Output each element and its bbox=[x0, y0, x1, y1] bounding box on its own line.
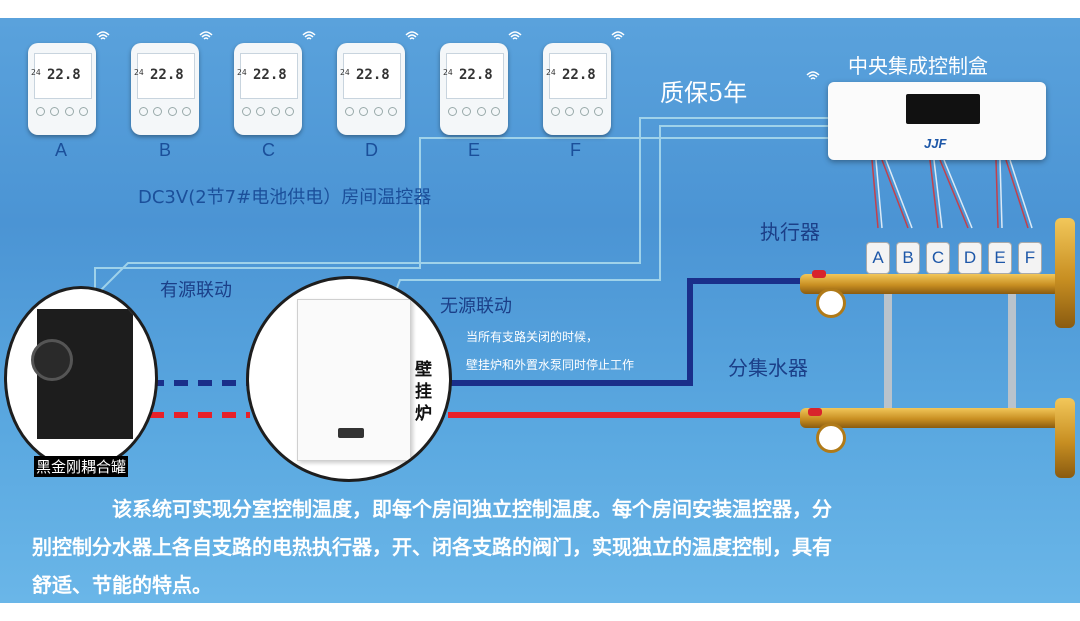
svg-text:JJF: JJF bbox=[924, 136, 947, 150]
pump-unit-image bbox=[4, 286, 158, 470]
wifi-icon bbox=[806, 71, 820, 80]
actuator-wires bbox=[871, 159, 1029, 229]
supply-manifold bbox=[800, 274, 1060, 294]
wifi-icon bbox=[199, 31, 213, 40]
description-line-2: 别控制分水器上各自支路的电热执行器，开、闭各支路的阀门，实现独立的温度控制，具有 bbox=[32, 535, 832, 559]
actuator-e: E bbox=[988, 242, 1012, 274]
red-valve-handle bbox=[812, 270, 826, 278]
thermostat-small-reading: 24 bbox=[237, 68, 247, 77]
thermostat-letter-b: B bbox=[159, 140, 172, 160]
wiring-diagram bbox=[94, 117, 1033, 418]
wifi-icon bbox=[302, 31, 316, 40]
manifold-bracket bbox=[884, 294, 892, 408]
manifold-end-fitting bbox=[1055, 398, 1075, 478]
thermostat-caption: DC3V(2节7#电池供电）房间温控器 bbox=[138, 187, 432, 208]
circulation-pump bbox=[31, 339, 73, 381]
return-pipe bbox=[150, 278, 800, 386]
wifi-icon bbox=[508, 31, 522, 40]
thermostat-temperature: 22.8 bbox=[47, 67, 81, 83]
thermostat-b: 24 22.8 bbox=[131, 43, 199, 135]
thermostat-small-reading: 24 bbox=[546, 68, 556, 77]
brand-logo: JJF bbox=[924, 136, 947, 150]
thermostat-letter-c: C bbox=[262, 140, 275, 160]
pressure-gauge-icon bbox=[816, 423, 846, 453]
thermostat-c: 24 22.8 bbox=[234, 43, 302, 135]
boiler-note-line-1: 当所有支路关闭的时候， bbox=[466, 330, 599, 344]
return-manifold bbox=[800, 408, 1060, 428]
pressure-gauge-icon bbox=[816, 288, 846, 318]
warranty-label: 质保5年 bbox=[660, 79, 748, 107]
active-link-label: 有源联动 bbox=[160, 280, 232, 301]
thermostat-temperature: 22.8 bbox=[562, 67, 596, 83]
thermostat-small-reading: 24 bbox=[443, 68, 453, 77]
thermostat-letter-d: D bbox=[365, 140, 378, 160]
actuator-b: B bbox=[896, 242, 920, 274]
central-control-box: JJF bbox=[828, 82, 1046, 160]
thermostat-d: 24 22.8 bbox=[337, 43, 405, 135]
actuator-f: F bbox=[1018, 242, 1042, 274]
boiler-image: 壁挂炉 bbox=[246, 276, 452, 482]
thermostat-temperature: 22.8 bbox=[253, 67, 287, 83]
thermostat-letter-a: A bbox=[55, 140, 68, 160]
wall-boiler bbox=[297, 299, 411, 461]
signal-wires bbox=[94, 117, 828, 297]
thermostat-a: 24 22.8 bbox=[28, 43, 96, 135]
thermostat-temperature: 22.8 bbox=[356, 67, 390, 83]
manifold-end-fitting bbox=[1055, 218, 1075, 328]
actuator-c: C bbox=[926, 242, 950, 274]
wifi-icon bbox=[96, 31, 110, 40]
thermostat-small-reading: 24 bbox=[31, 68, 41, 77]
thermostat-small-reading: 24 bbox=[340, 68, 350, 77]
boiler-panel bbox=[338, 428, 364, 438]
manifold-bracket bbox=[1008, 294, 1016, 408]
description-line-1: 该系统可实现分室控制温度，即每个房间独立控制温度。每个房间安装温控器，分 bbox=[112, 497, 832, 521]
thermostat-temperature: 22.8 bbox=[150, 67, 184, 83]
red-valve-handle bbox=[808, 408, 822, 416]
thermostat-screen bbox=[34, 53, 92, 99]
thermostat-small-reading: 24 bbox=[134, 68, 144, 77]
boiler-note-line-2: 壁挂炉和外置水泵同时停止工作 bbox=[466, 358, 635, 372]
control-box-title: 中央集成控制盒 bbox=[848, 54, 988, 78]
boiler-label: 壁挂炉 bbox=[415, 360, 432, 424]
wifi-icon bbox=[405, 31, 419, 40]
pump-label: 黑金刚耦合罐 bbox=[34, 456, 129, 477]
wifi-icon bbox=[611, 31, 625, 40]
thermostat-letter-e: E bbox=[468, 140, 481, 160]
actuator-a: A bbox=[866, 242, 890, 274]
thermostat-f: 24 22.8 bbox=[543, 43, 611, 135]
control-box-display bbox=[906, 94, 980, 124]
manifold-label: 分集水器 bbox=[728, 356, 808, 380]
passive-link-label: 无源联动 bbox=[440, 296, 512, 317]
description-line-3: 舒适、节能的特点。 bbox=[32, 573, 212, 597]
thermostat-e: 24 22.8 bbox=[440, 43, 508, 135]
diagram-panel: 24 22.8 24 22.8 24 22.8 24 22.8 24 22.8 … bbox=[0, 18, 1080, 603]
thermostat-temperature: 22.8 bbox=[459, 67, 493, 83]
actuator-label: 执行器 bbox=[760, 220, 820, 244]
actuator-d: D bbox=[958, 242, 982, 274]
thermostat-letter-f: F bbox=[570, 140, 581, 160]
